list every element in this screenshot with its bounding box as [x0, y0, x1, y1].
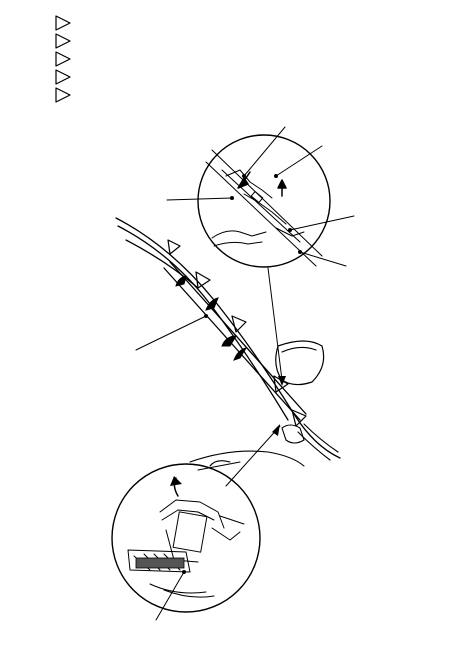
callout-leaders [135, 315, 207, 351]
door-mirror [275, 340, 325, 386]
callout-leaders [166, 126, 355, 267]
hollow-triangle-icon [195, 271, 211, 289]
hollow-triangle-icon [55, 33, 71, 49]
removal-arrows [175, 275, 248, 361]
arrow-head-icon [237, 177, 249, 189]
callout-leaders [155, 571, 185, 621]
arrow-head-icon [272, 424, 280, 436]
hollow-triangle-icon [273, 375, 289, 393]
hollow-triangle-icon [55, 51, 71, 67]
hollow-triangle-icon [167, 239, 181, 255]
arrow-head-icon [277, 179, 287, 189]
roof-molding [115, 217, 341, 459]
legend-markers [55, 15, 71, 103]
upper-detail-view [166, 126, 355, 268]
lower-detail-view [111, 463, 261, 621]
upper-detail-circle [197, 134, 331, 268]
clip-markers [167, 239, 307, 427]
lower-detail-circle [111, 463, 261, 613]
hollow-triangle-icon [55, 69, 71, 85]
hollow-triangle-icon [231, 315, 247, 333]
hollow-triangle-icon [55, 15, 71, 31]
hollow-triangle-icon [291, 409, 307, 427]
arrow-head-icon [170, 476, 182, 486]
hollow-triangle-icon [55, 87, 71, 103]
pillar-area [189, 423, 339, 471]
